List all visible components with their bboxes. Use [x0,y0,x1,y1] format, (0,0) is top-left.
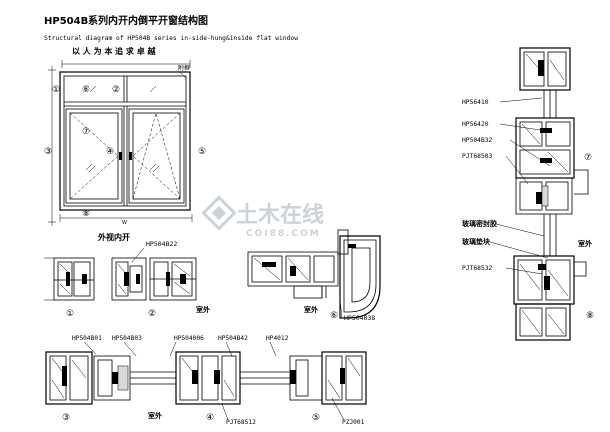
bottom-label-hp504006: HP504006 [174,335,204,342]
elev-label-6: ⑥ [82,85,90,95]
corner-outdoor-label: 室外 [304,305,318,314]
row1-label-2: ② [148,309,156,319]
vs-label-pjt68532: PJT68532 [462,265,493,272]
row1-label-1: ① [66,309,74,319]
bottom-label-hp504b03: HP504B03 [112,335,142,342]
elev-label-4: ④ [106,147,114,157]
bottom-outdoor-label: 室外 [148,411,162,420]
elev-label-8: ⑧ [82,209,90,219]
row1-part-label: HP504B22 [146,240,177,248]
bottom-label-pzj001: PZJ001 [342,419,365,426]
corner-label-6: ⑥ [330,311,338,321]
elev-label-5: ⑤ [198,147,206,157]
profile-section-b [111,257,147,301]
vs-label-glass-sealant: 玻璃密封胶 [462,219,497,228]
row1-outdoor-label: 室外 [196,305,210,314]
subtitle-en: Structural diagram of HP504B series in-s… [44,35,298,42]
watermark-sub-text: COI88.COM [246,229,321,239]
bottom-label-hp504b01: HP504B01 [72,335,102,342]
profile-section-c [149,257,197,301]
window-elevation: W ⑥ ② ① ⑦ ③ ④ [44,60,206,242]
elevation-caption: 外视内开 [98,232,130,242]
vs-label-hp504b32: HP504B32 [462,137,493,144]
bottom-label-3: ③ [62,413,70,423]
section-bottom: HP504B01 HP504B03 HP504006 HP504B42 HP40… [45,335,367,426]
watermark-logo-icon [201,195,237,231]
width-dim-label: W [122,220,127,226]
drawing-header: HP504B 系列内开内倒平开窗结构图 Structural diagram o… [44,14,298,56]
vs-label-pjt68503: PJT68503 [462,153,493,160]
watermark: 土木在线 COI88.COM [201,195,324,239]
slogan: 以 人 为 本 追 求 卓 越 [72,46,156,56]
elev-label-1: ① [52,85,60,95]
elev-top-right-label: 附框 [178,64,190,72]
watermark-main-text: 土木在线 [236,202,324,228]
title-code: HP504B [44,16,88,27]
corner-part-label: HP504038 [344,314,375,322]
bottom-label-hp504b42: HP504B42 [218,335,248,342]
vs-label-hp56420: HP56420 [462,121,489,128]
bottom-label-4: ④ [206,413,214,423]
elev-label-3: ③ [44,147,52,157]
profile-section-a [44,257,95,301]
bottom-label-hp4012: HP4012 [266,335,289,342]
vs-outdoor-label: 室外 [578,239,592,248]
section-corner: ⑥ HP504038 室外 [247,229,381,322]
elev-label-2: ② [112,85,120,95]
section-row1: HP504B22 [44,240,210,319]
elev-label-7: ⑦ [82,127,90,137]
title-cn: 系列内开内倒平开窗结构图 [88,14,208,27]
vs-circle-8: ⑧ [586,311,594,321]
bottom-label-5: ⑤ [312,413,320,423]
vs-label-hp56410: HP56410 [462,99,489,106]
vs-circle-7: ⑦ [584,153,592,163]
vs-label-glass-block: 玻璃垫块 [462,237,491,246]
bottom-label-pjt68512: PJT68512 [226,419,256,426]
vertical-section: HP56410 HP56420 HP504B32 PJT68503 玻璃密封胶 … [462,47,594,341]
